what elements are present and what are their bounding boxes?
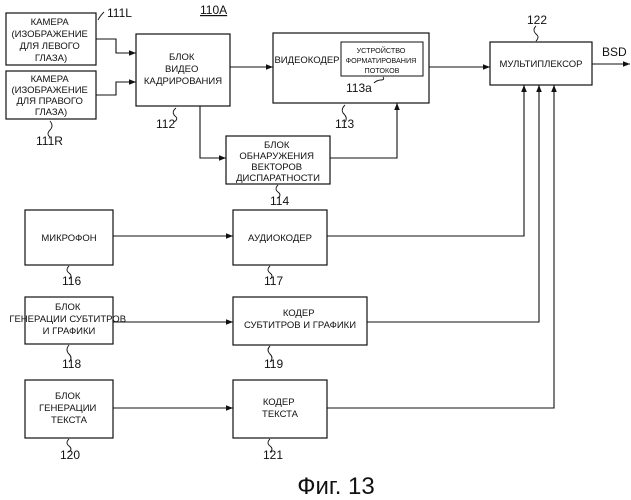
camera-left-line-4: ГЛАЗА) xyxy=(35,53,67,64)
video-framing-line-1: БЛОК xyxy=(169,52,195,63)
arrow-camera-left-to-framing xyxy=(96,39,136,53)
text-encoder-label: КОДЕР ТЕКСТА xyxy=(262,397,299,420)
text-generator-line-2: ГЕНЕРАЦИИ xyxy=(39,403,97,414)
leader-camera-left xyxy=(98,12,104,20)
diagram-id-label: 110A xyxy=(200,3,227,17)
ref-audio-encoder: 117 xyxy=(264,274,283,288)
audio-encoder-label: АУДИОКОДЕР xyxy=(248,233,312,244)
output-label: BSD xyxy=(602,45,627,59)
subtitle-generator-line-1: БЛОК xyxy=(55,302,81,313)
ref-multiplexer: 122 xyxy=(527,13,547,27)
text-encoder-line-1: КОДЕР xyxy=(263,397,295,408)
arrow-text-encoder-to-multiplexer xyxy=(327,85,554,408)
camera-right-line-1: КАМЕРА xyxy=(31,74,70,85)
disparity-detector-line-2: ОБНАРУЖЕНИЯ xyxy=(239,151,314,162)
text-encoder-line-2: ТЕКСТА xyxy=(262,409,299,420)
camera-right-line-2: (ИЗОБРАЖЕНИЕ xyxy=(11,85,87,96)
disparity-detector-line-3: ВЕКТОРОВ xyxy=(251,162,302,173)
ref-subtitle-generator: 118 xyxy=(62,357,81,371)
stream-formatter-line-2: ФОРМАТИРОВАНИЯ xyxy=(346,56,417,65)
stream-formatter-line-1: УСТРОЙСТВО xyxy=(357,46,406,55)
subtitle-encoder-line-1: КОДЕР xyxy=(283,308,315,319)
ref-text-encoder: 121 xyxy=(263,448,283,462)
camera-left-line-1: КАМЕРА xyxy=(31,17,70,28)
ref-microphone: 116 xyxy=(62,274,81,288)
text-generator-line-3: ТЕКСТА xyxy=(51,415,88,426)
camera-left-line-3: ДЛЯ ЛЕВОГО xyxy=(20,41,80,52)
ref-subtitle-encoder: 119 xyxy=(264,357,283,371)
video-framing-line-3: КАДРИРОВАНИЯ xyxy=(144,76,222,87)
arrow-camera-right-to-framing xyxy=(96,82,136,95)
ref-video-encoder: 113 xyxy=(335,117,354,131)
microphone-label: МИКРОФОН xyxy=(41,233,96,244)
ref-video-framing: 112 xyxy=(156,117,175,131)
multiplexer-label: МУЛЬТИПЛЕКСОР xyxy=(500,59,583,70)
disparity-detector-line-1: БЛОК xyxy=(264,140,290,151)
text-generator-line-1: БЛОК xyxy=(55,391,81,402)
disparity-detector-line-4: ДИСПАРАТНОСТИ xyxy=(236,173,320,184)
video-framing-line-2: ВИДЕО xyxy=(165,64,198,75)
video-encoder-label: ВИДЕОКОДЕР xyxy=(274,55,339,66)
arrow-framing-to-disparity xyxy=(200,106,226,158)
camera-right-line-3: ДЛЯ ПРАВОГО xyxy=(16,96,82,107)
ref-camera-left: 111L xyxy=(107,6,132,20)
ref-text-generator: 120 xyxy=(60,448,80,462)
camera-right-line-4: ГЛАЗА) xyxy=(35,107,67,118)
stream-formatter-line-3: ПОТОКОВ xyxy=(365,66,400,75)
leader-multiplexer xyxy=(534,26,538,41)
ref-stream-formatter: 113a xyxy=(346,81,372,95)
arrow-audio-encoder-to-multiplexer xyxy=(327,85,524,236)
figure-caption: Фиг. 13 xyxy=(297,473,375,500)
arrow-subtitle-encoder-to-multiplexer xyxy=(367,85,539,322)
subtitle-generator-line-2: ГЕНЕРАЦИИ СУБТИТРОВ xyxy=(9,314,126,325)
subtitle-encoder-line-2: СУБТИТРОВ И ГРАФИКИ xyxy=(244,320,356,331)
subtitle-generator-line-3: И ГРАФИКИ xyxy=(43,326,96,337)
camera-left-line-2: (ИЗОБРАЖЕНИЕ xyxy=(11,29,87,40)
